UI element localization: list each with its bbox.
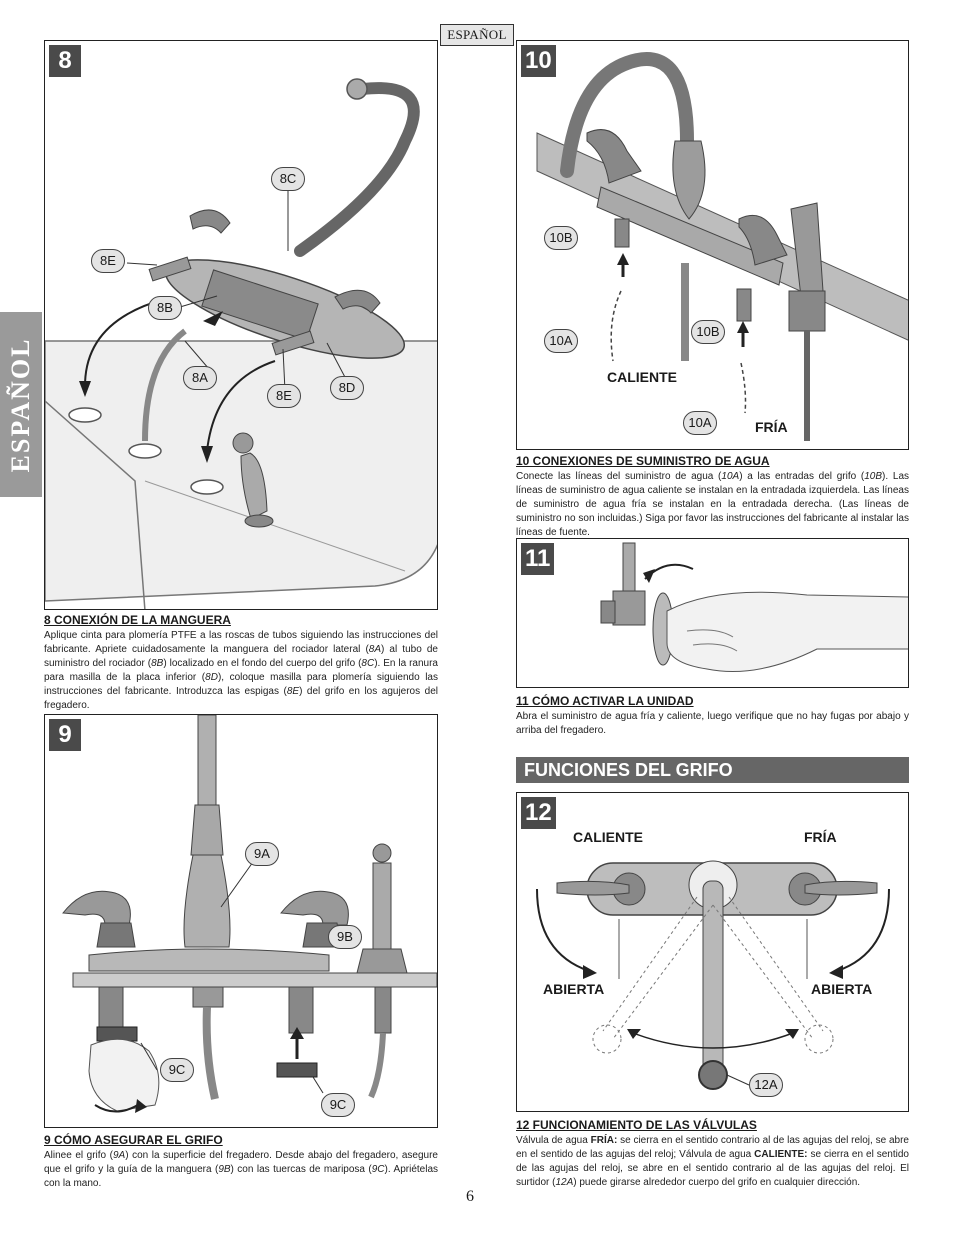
callout-10A-left: 10A <box>544 329 578 353</box>
page-number: 6 <box>466 1188 474 1205</box>
section-8-body: Aplique cinta para plomería PTFE a las r… <box>44 630 438 711</box>
figure-11-step-number: 11 <box>521 543 555 575</box>
callout-8E-top: 8E <box>91 249 125 273</box>
figure-10-panel: 10 10B 10A 10B 10A CALIENTE FRÍA <box>516 40 909 450</box>
section-11-title: 11 CÓMO ACTIVAR LA UNIDAD <box>516 694 694 708</box>
callout-9A: 9A <box>245 842 279 866</box>
open-left-label: ABIERTA <box>543 981 605 997</box>
callout-10B-left: 10B <box>544 226 578 250</box>
callout-12A: 12A <box>749 1073 783 1097</box>
figure-10-illustration <box>536 52 908 441</box>
side-language-tab-label: ESPAÑOL <box>6 337 35 472</box>
callout-9B: 9B <box>328 925 362 949</box>
callout-8E-bottom: 8E <box>267 384 301 408</box>
callout-8D: 8D <box>330 376 364 400</box>
section-10-body: Conecte las líneas del suministro de agu… <box>516 471 910 538</box>
section-11-body: Abra el suministro de agua fría y calien… <box>516 711 909 736</box>
open-right-label: ABIERTA <box>811 981 873 997</box>
figure-12-panel: 12 CALIENTE FRÍA ABIERTA ABIERT <box>516 792 909 1112</box>
figure-12-illustration <box>536 860 890 1090</box>
figure-12-step-number: 12 <box>521 797 556 829</box>
callout-8B: 8B <box>148 296 182 320</box>
figure-9-step-number: 9 <box>49 719 81 751</box>
section-8-title: 8 CONEXIÓN DE LA MANGUERA <box>44 613 231 627</box>
figure-8-panel: 8 <box>44 40 438 610</box>
section-9-body: Alinee el grifo (9A) con la superficie d… <box>44 1150 439 1189</box>
figure-9-panel: 9 <box>44 714 438 1128</box>
figure-8-illustration <box>45 78 437 609</box>
cold-handle-label: FRÍA <box>804 829 837 845</box>
language-tag: ESPAÑOL <box>440 24 514 46</box>
callout-8C: 8C <box>271 167 305 191</box>
figure-11-panel: 11 <box>516 538 909 688</box>
figure-9-illustration <box>62 715 437 1113</box>
side-language-tab: ESPAÑOL <box>0 312 42 497</box>
section-12-title: 12 FUNCIONAMIENTO DE LAS VÁLVULAS <box>516 1118 757 1132</box>
figure-10-step-number: 10 <box>521 45 556 77</box>
callout-10B-right: 10B <box>691 320 725 344</box>
section-9-title: 9 CÓMO ASEGURAR EL GRIFO <box>44 1133 223 1147</box>
hot-handle-label: CALIENTE <box>573 829 643 845</box>
hot-supply-label: CALIENTE <box>607 369 677 385</box>
faucet-functions-banner: FUNCIONES DEL GRIFO <box>516 757 909 783</box>
section-10-title: 10 CONEXIONES DE SUMINISTRO DE AGUA <box>516 454 770 468</box>
section-12-body: Válvula de agua FRÍA: se cierra en el se… <box>516 1135 909 1188</box>
callout-8A: 8A <box>183 366 217 390</box>
figure-8-step-number: 8 <box>49 45 81 77</box>
cold-supply-label: FRÍA <box>755 419 788 435</box>
callout-9C-left: 9C <box>160 1058 194 1082</box>
figure-11-illustration <box>600 542 908 672</box>
callout-10A-right: 10A <box>683 411 717 435</box>
callout-9C-right: 9C <box>321 1093 355 1117</box>
